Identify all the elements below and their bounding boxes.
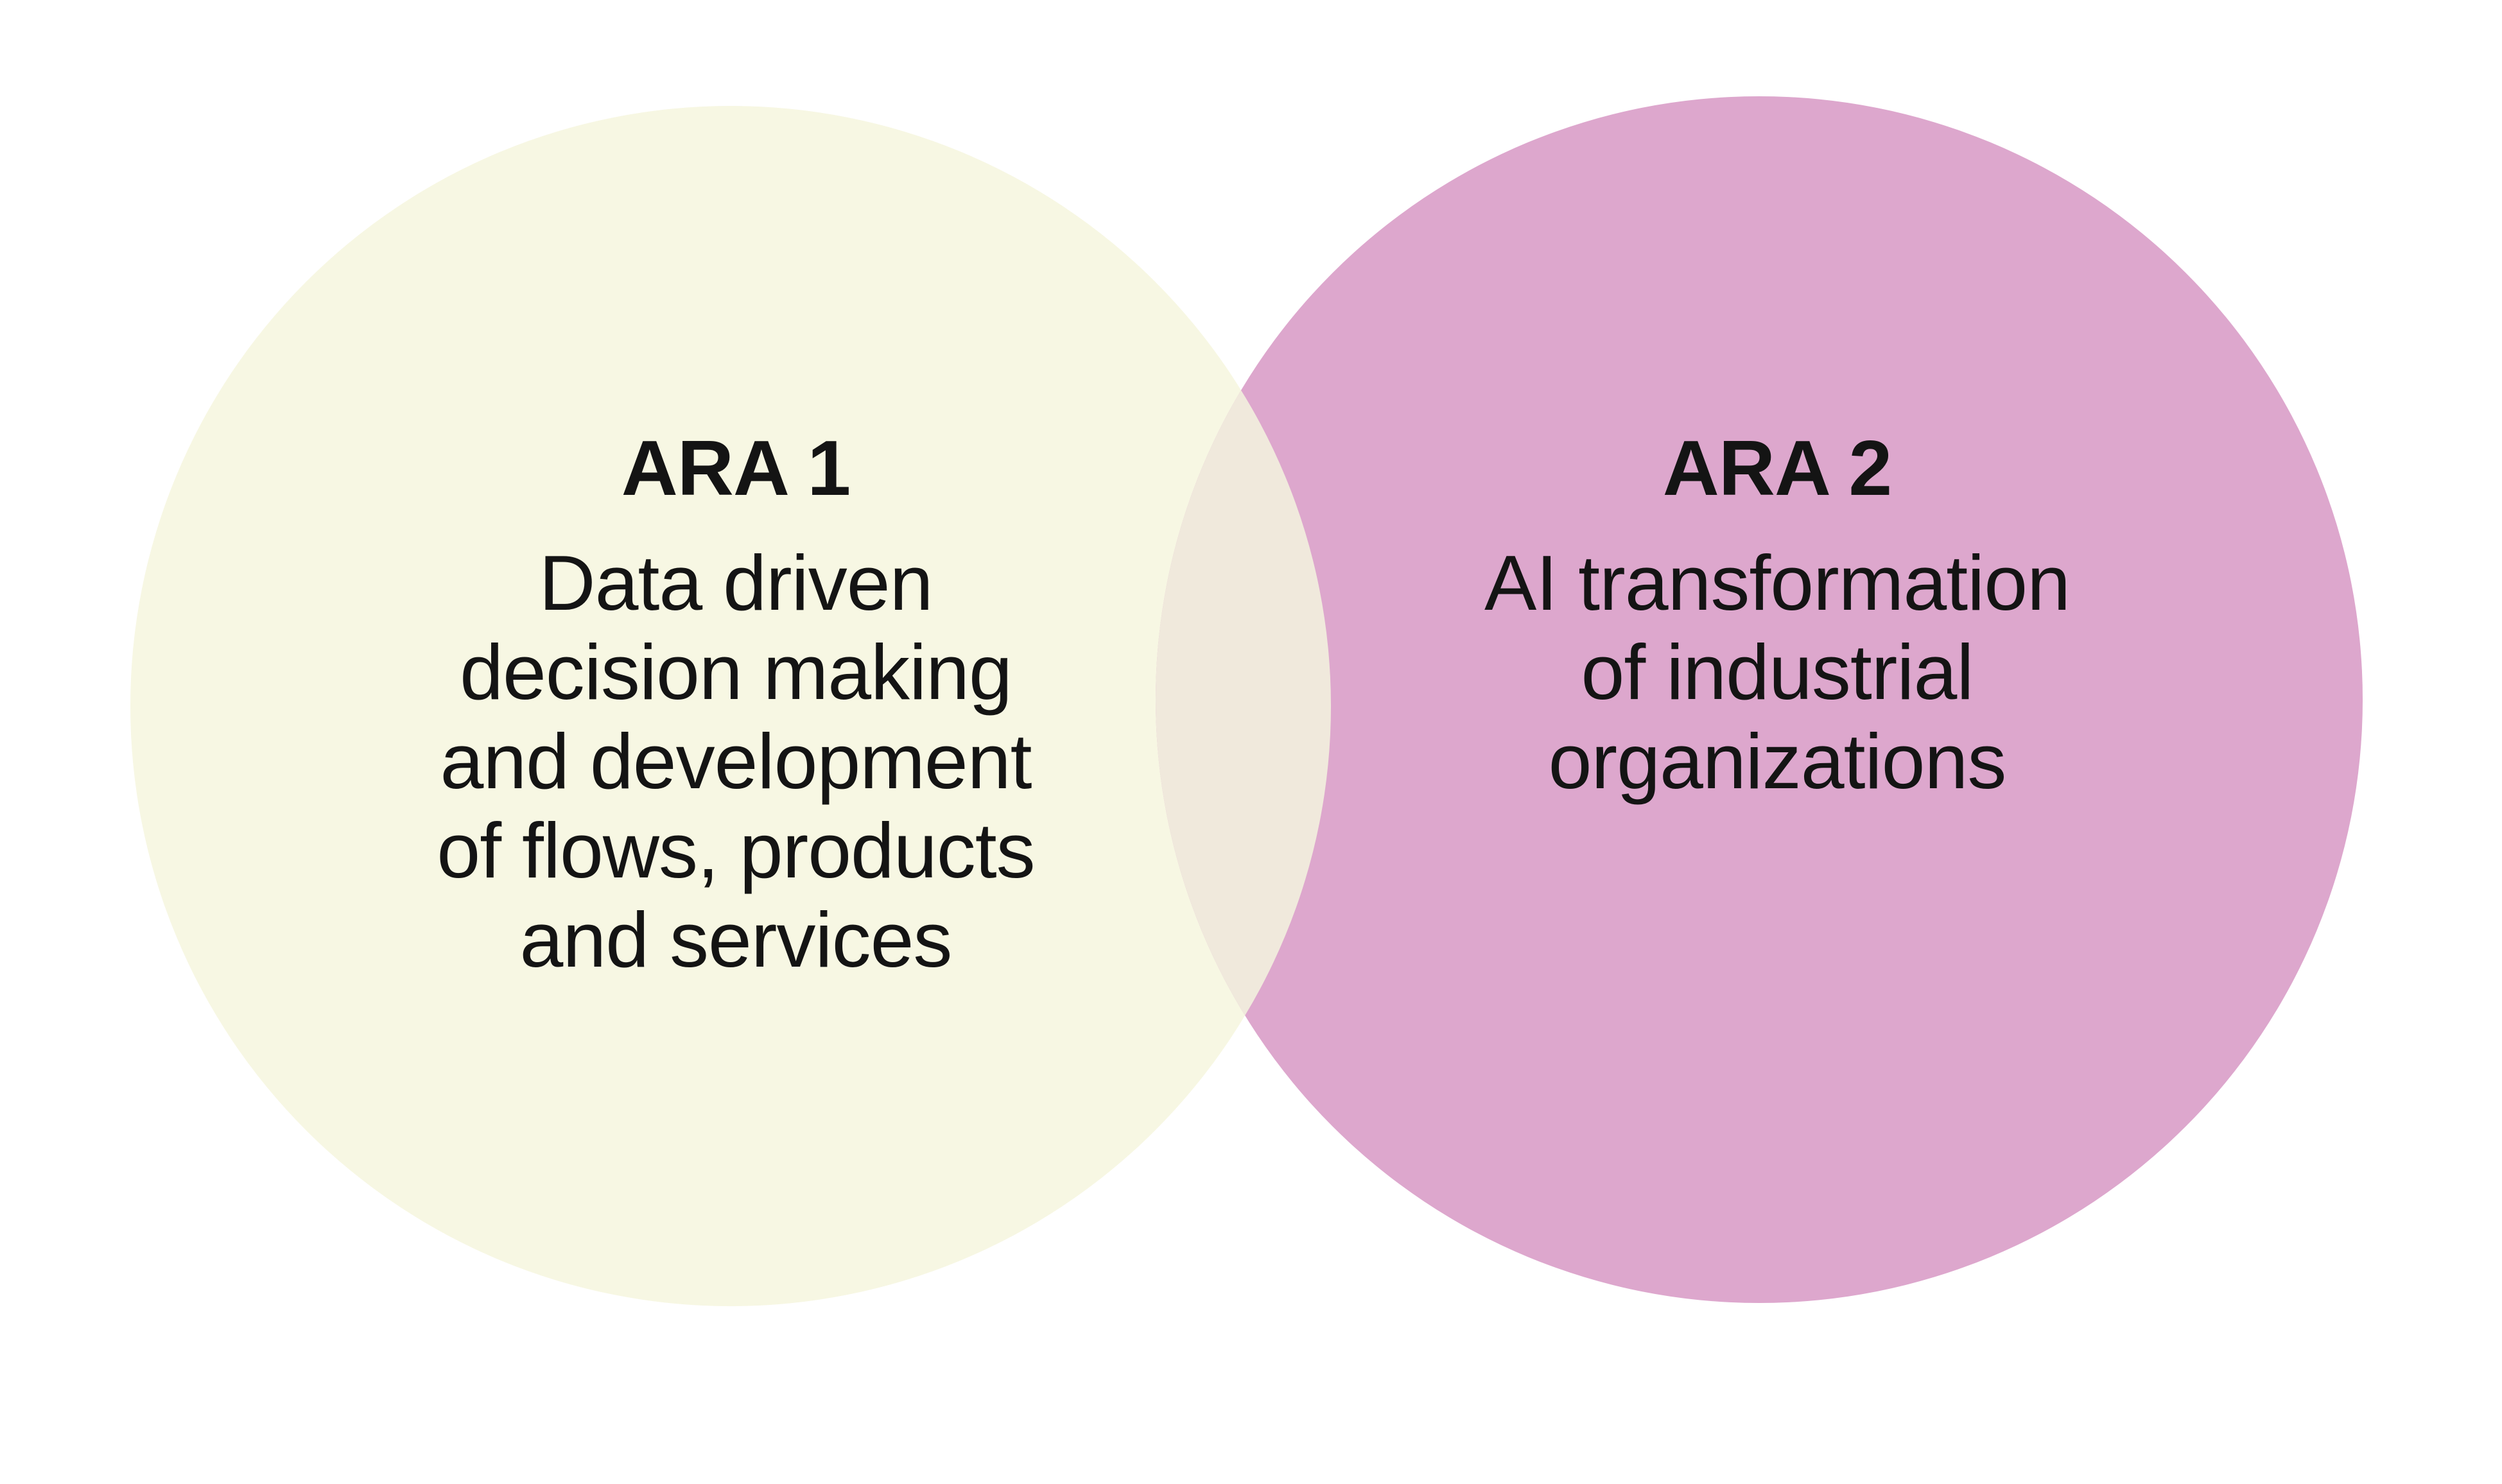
right-circle-text-block: ARA 2 AI transformation of industrial or… — [1484, 424, 2071, 805]
left-circle-line-2: decision making — [460, 628, 1012, 716]
right-circle-line-3: organizations — [1549, 718, 2006, 805]
right-circle-line-1: AI transformation — [1484, 539, 2070, 626]
left-circle-line-3: and development — [440, 718, 1031, 805]
left-circle-line-1: Data driven — [539, 539, 933, 626]
right-circle-title: ARA 2 — [1663, 424, 1892, 512]
left-circle-title: ARA 1 — [621, 424, 851, 512]
right-circle-line-2: of industrial — [1581, 628, 1974, 716]
left-circle-line-5: and services — [520, 896, 952, 983]
right-circle-ara2 — [1156, 96, 2363, 1303]
left-circle-ara1 — [130, 106, 1331, 1306]
left-circle-line-4: of flows, products — [437, 807, 1034, 894]
left-circle-text-block: ARA 1 Data driven decision making and de… — [437, 424, 1035, 983]
